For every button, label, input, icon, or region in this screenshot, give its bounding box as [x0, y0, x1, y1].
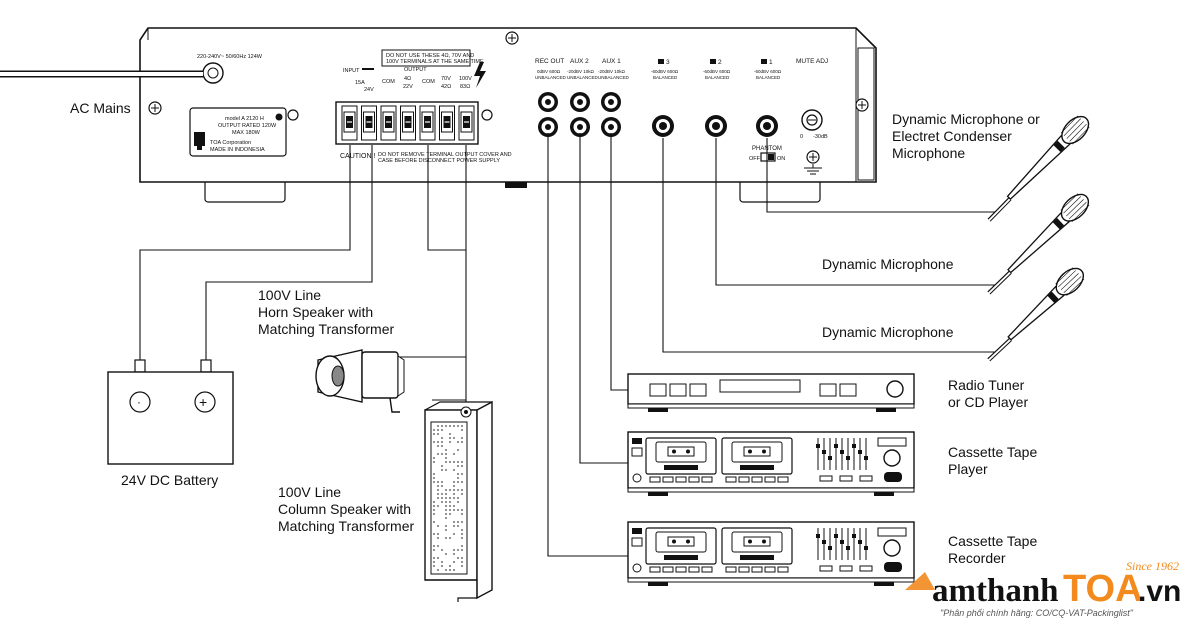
svg-text:100V Line: 100V Line	[258, 287, 321, 303]
rca-jack[interactable]	[570, 92, 590, 112]
svg-text:4Ω: 4Ω	[404, 76, 411, 82]
svg-text:Microphone: Microphone	[892, 145, 965, 161]
svg-text:Since 1962: Since 1962	[1126, 559, 1179, 573]
svg-text:model A 2120 H: model A 2120 H	[225, 116, 264, 122]
screw-icon	[288, 110, 298, 120]
svg-text:-20dBV 10kΩ: -20dBV 10kΩ	[567, 69, 595, 74]
battery-label: 24V DC Battery	[121, 472, 218, 488]
rca-jack[interactable]	[538, 92, 558, 112]
screw-icon	[856, 99, 868, 111]
svg-text:OFF: OFF	[749, 156, 761, 162]
battery-24v: · +	[108, 360, 233, 464]
mic-input-jack[interactable]	[705, 115, 727, 137]
svg-text:-60dBV 600Ω: -60dBV 600Ω	[754, 69, 782, 74]
svg-text:MAX 180W: MAX 180W	[232, 130, 261, 136]
svg-text:42Ω: 42Ω	[441, 84, 451, 90]
mic-icon	[761, 59, 767, 64]
svg-text:TOA Corporation: TOA Corporation	[210, 140, 251, 146]
svg-text:REC OUT: REC OUT	[535, 58, 564, 65]
svg-text:2: 2	[718, 59, 722, 66]
radio-tuner	[628, 374, 914, 412]
amplifier-rear-panel: 220-240V~ 50/60Hz 124W model A 2120 H OU…	[140, 28, 876, 202]
power-spec: 220-240V~ 50/60Hz 124W	[197, 54, 263, 60]
svg-text:70V: 70V	[441, 76, 451, 82]
svg-text:83Ω: 83Ω	[460, 84, 470, 90]
svg-text:COM: COM	[422, 79, 435, 85]
svg-text:Column Speaker with: Column Speaker with	[278, 501, 411, 517]
mute-adj-knob[interactable]	[802, 110, 822, 130]
svg-text:UNBALANCED: UNBALANCED	[567, 75, 599, 80]
svg-text:MADE IN INDONESIA: MADE IN INDONESIA	[210, 147, 265, 153]
brand-logo: amthanh TOA .vn Since 1962 "Phân phối ch…	[905, 559, 1181, 618]
svg-text:UNBALANCED: UNBALANCED	[535, 75, 567, 80]
svg-text:Matching Transformer: Matching Transformer	[278, 518, 414, 534]
svg-text:100V Line: 100V Line	[278, 484, 341, 500]
svg-text:Cassette Tape: Cassette Tape	[948, 444, 1037, 460]
svg-text:-20dBV 10kΩ: -20dBV 10kΩ	[598, 69, 626, 74]
svg-text:-60dBV 600Ω: -60dBV 600Ω	[703, 69, 731, 74]
screw-icon	[482, 110, 492, 120]
svg-text:24V: 24V	[364, 87, 374, 93]
svg-text:OUTPUT: OUTPUT	[404, 67, 427, 73]
svg-text:0: 0	[800, 134, 803, 140]
svg-text:Electret Condenser: Electret Condenser	[892, 128, 1012, 144]
svg-text:+: +	[199, 394, 207, 410]
column-speaker	[425, 402, 492, 602]
svg-text:Horn Speaker with: Horn Speaker with	[258, 304, 373, 320]
svg-text:Dynamic Microphone: Dynamic Microphone	[822, 324, 954, 340]
ac-mains-label: AC Mains	[70, 100, 131, 116]
svg-text:UNBALANCED: UNBALANCED	[598, 75, 630, 80]
svg-text:or CD Player: or CD Player	[948, 394, 1028, 410]
svg-text:15A: 15A	[355, 80, 365, 86]
svg-text:Recorder: Recorder	[948, 550, 1006, 566]
cassette-tape-recorder	[628, 522, 914, 586]
mic-icon	[710, 59, 716, 64]
caution-title: CAUTION !	[340, 153, 375, 160]
mic-input-jack[interactable]	[652, 115, 674, 137]
svg-text:Player: Player	[948, 461, 988, 477]
svg-text:OUTPUT RATED 120W: OUTPUT RATED 120W	[218, 123, 277, 129]
svg-text:0dBV 600Ω: 0dBV 600Ω	[537, 69, 561, 74]
svg-text:"Phân phối chính hãng: CO/CQ-V: "Phân phối chính hãng: CO/CQ-VAT-Packing…	[940, 608, 1134, 618]
svg-text:ON: ON	[777, 156, 785, 162]
speaker-terminal-strip	[336, 102, 478, 144]
svg-text:BALANCED: BALANCED	[705, 75, 730, 80]
svg-text:100V: 100V	[459, 76, 472, 82]
svg-text:amthanh: amthanh	[932, 573, 1059, 609]
svg-text:MUTE ADJ: MUTE ADJ	[796, 58, 828, 65]
warning-text: 100V TERMINALS AT THE SAME TIME	[386, 59, 484, 65]
horn-speaker	[316, 350, 404, 412]
mic-input-jack[interactable]	[756, 115, 778, 137]
svg-text:Radio Tuner: Radio Tuner	[948, 377, 1025, 393]
svg-text:1: 1	[769, 59, 773, 66]
rca-jack[interactable]	[601, 92, 621, 112]
svg-text:Matching Transformer: Matching Transformer	[258, 321, 394, 337]
svg-text:TOA: TOA	[1063, 568, 1143, 610]
svg-text:AUX 2: AUX 2	[570, 58, 589, 65]
svg-text:Dynamic Microphone: Dynamic Microphone	[822, 256, 954, 272]
svg-text:.vn: .vn	[1138, 575, 1181, 608]
svg-text:CASE BEFORE DISCONNECT POWER S: CASE BEFORE DISCONNECT POWER SUPPLY	[378, 158, 500, 164]
screw-icon	[506, 32, 518, 44]
svg-text:AUX 1: AUX 1	[602, 58, 621, 65]
svg-text:3: 3	[666, 59, 670, 66]
svg-text:INPUT: INPUT	[343, 68, 360, 74]
cassette-tape-player	[628, 432, 914, 496]
rating-plate: model A 2120 H OUTPUT RATED 120W MAX 180…	[190, 108, 286, 156]
svg-text:22V: 22V	[403, 84, 413, 90]
svg-text:BALANCED: BALANCED	[756, 75, 781, 80]
svg-text:COM: COM	[382, 79, 395, 85]
microphone-icon	[981, 263, 1088, 366]
svg-text:-30dB: -30dB	[813, 134, 828, 140]
svg-text:·: ·	[137, 395, 141, 409]
svg-text:Dynamic Microphone or: Dynamic Microphone or	[892, 111, 1040, 127]
screw-icon	[149, 102, 161, 114]
svg-text:BALANCED: BALANCED	[653, 75, 678, 80]
svg-text:Cassette Tape: Cassette Tape	[948, 533, 1037, 549]
mic-icon	[658, 59, 664, 64]
svg-text:-60dBV 600Ω: -60dBV 600Ω	[651, 69, 679, 74]
